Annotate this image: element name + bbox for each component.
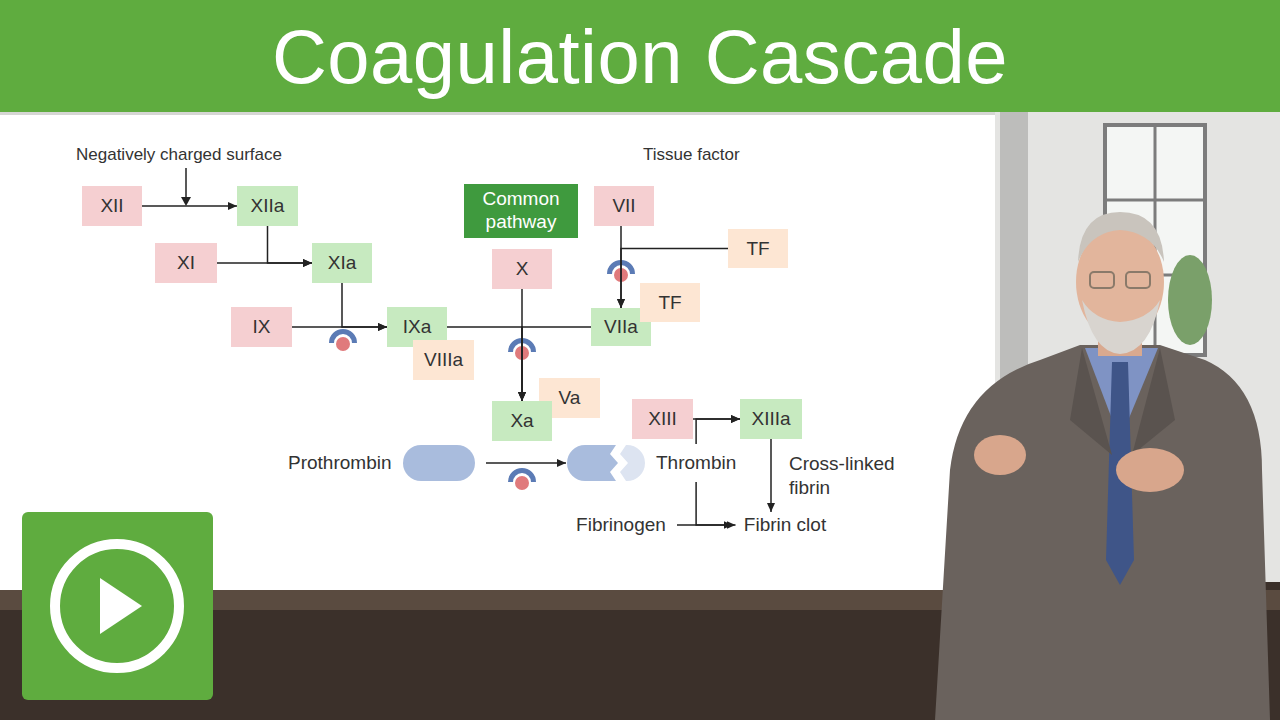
reaction-arrow <box>770 439 772 512</box>
reaction-arrow <box>696 419 740 444</box>
factor-box: XIII <box>632 399 693 439</box>
logo-ring <box>55 544 179 668</box>
node-text: XIa <box>328 252 357 274</box>
enzyme-dot <box>515 476 529 490</box>
glasses <box>1126 272 1150 288</box>
lapel <box>1070 348 1112 455</box>
active-factor-box: XIIa <box>237 186 298 226</box>
presenter <box>935 212 1270 720</box>
active-factor-box: XIa <box>312 243 372 283</box>
substance-text: Fibrinogen <box>568 512 674 538</box>
cofactor-box: VIIIa <box>413 340 474 380</box>
hair <box>1078 212 1164 262</box>
active-factor-box: Xa <box>492 401 552 441</box>
cofactor-box: TF <box>728 229 788 268</box>
thrombin-pill: Thrombin <box>566 444 754 482</box>
hand <box>974 435 1026 475</box>
node-text: Fibrinogen <box>576 514 666 536</box>
factor-box: XI <box>155 243 217 283</box>
prothrombin-pill: Prothrombin <box>288 444 486 482</box>
node-text: X <box>516 258 529 280</box>
node-text: XII <box>100 195 123 217</box>
node-text: TF <box>658 292 681 314</box>
substance-text: Fibrin clot <box>736 512 835 538</box>
beard <box>1082 300 1160 354</box>
reaction-arrow <box>342 283 387 327</box>
node-text: XI <box>177 252 195 274</box>
node-text: IXa <box>403 316 432 338</box>
reaction-arrow <box>486 462 566 464</box>
active-factor-box: XIIIa <box>740 399 802 439</box>
reaction-arrow <box>142 205 237 207</box>
node-text: Fibrin clot <box>744 514 826 536</box>
pathway-label: Tissue factor <box>643 145 740 165</box>
jacket <box>935 345 1270 720</box>
node-text: IX <box>253 316 271 338</box>
cofactor-box: TF <box>640 283 700 322</box>
reaction-arrow <box>696 482 735 525</box>
lapel <box>1132 348 1175 455</box>
activation-arrow <box>185 168 187 199</box>
node-text: Prothrombin <box>288 452 392 474</box>
node-text: Xa <box>510 410 533 432</box>
prothrombin-shape <box>402 444 476 482</box>
enzyme-symbol <box>508 468 536 490</box>
node-text: XIII <box>648 408 677 430</box>
arrowhead <box>181 197 191 206</box>
stimulus-label: Negatively charged surface <box>76 145 282 165</box>
thrombin-shape <box>566 444 646 482</box>
logo-play <box>100 578 142 634</box>
logo-badge <box>22 512 213 700</box>
edge-label: Cross-linked fibrin <box>787 452 909 500</box>
reaction-arrow <box>268 226 313 263</box>
factor-box: X <box>492 249 552 289</box>
node-text: VII <box>612 195 635 217</box>
node-text: VIIIa <box>424 349 463 371</box>
title-bar: Coagulation Cascade <box>0 0 1280 112</box>
factor-box: VII <box>594 186 654 226</box>
node-text: TF <box>746 238 769 260</box>
factor-box: IX <box>231 307 292 347</box>
pill-fragment <box>620 445 645 481</box>
node-text: XIIa <box>251 195 285 217</box>
node-text: XIIIa <box>751 408 790 430</box>
enzyme-symbol <box>329 329 357 351</box>
node-text: Common pathway <box>470 188 572 234</box>
node-text: VIIa <box>604 316 638 338</box>
glasses <box>1090 272 1114 288</box>
node-text: Va <box>559 387 581 409</box>
plant <box>1168 255 1212 345</box>
enzyme-dot <box>336 337 350 351</box>
slide-title: Coagulation Cascade <box>272 13 1008 100</box>
factor-box: XII <box>82 186 142 226</box>
pathway-box: Common pathway <box>464 184 578 238</box>
reaction-arrow <box>292 326 387 328</box>
reaction-arrow <box>217 262 312 264</box>
hand <box>1116 448 1184 492</box>
pill-body <box>403 445 475 481</box>
window-bar <box>1105 199 1205 202</box>
node-text: Thrombin <box>656 452 736 474</box>
pill-fragment <box>567 445 618 481</box>
